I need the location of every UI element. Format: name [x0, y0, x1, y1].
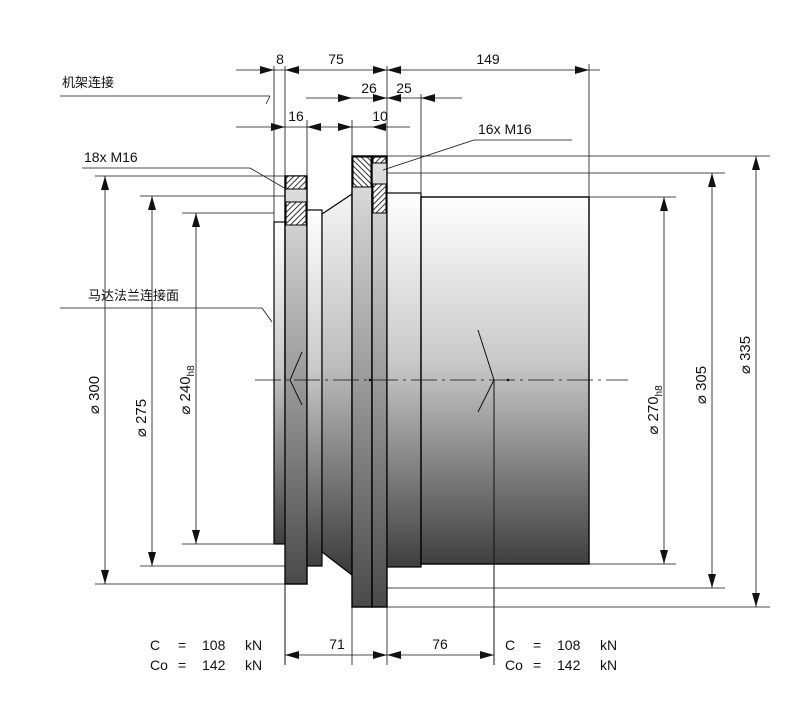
dimension-labels: 8 75 149 26 25 16 10 71 76 [276, 51, 500, 652]
dim-25: 25 [396, 80, 412, 96]
dia-335: ⌀ 335 [737, 336, 754, 374]
note-frame-connection: 机架连接 [62, 75, 114, 91]
dimension-lines [60, 64, 770, 665]
dia-275: ⌀ 275 [133, 399, 150, 437]
note-bolts-right: 16x M16 [478, 121, 532, 137]
dim-149: 149 [476, 51, 500, 67]
bolt-section-left-bottom [285, 201, 307, 226]
main-housing [420, 196, 590, 565]
dim-26: 26 [361, 80, 377, 96]
dia-305: ⌀ 305 [693, 366, 710, 404]
dim-16: 16 [288, 108, 304, 124]
bolt-section-center-c [372, 183, 387, 214]
diameter-labels: ⌀ 300 ⌀ 275 ⌀ 240h8 ⌀ 270h8 ⌀ 305 ⌀ 335 [86, 336, 754, 437]
dim-8: 8 [276, 51, 284, 67]
motor-flange-plate [273, 221, 286, 545]
dim-75: 75 [328, 51, 344, 67]
annotations: 机架连接 18x M16 马达法兰连接面 16x M16 [62, 75, 532, 304]
bolt-section-center-b [372, 156, 387, 164]
dim-76: 76 [432, 636, 448, 652]
dim-71: 71 [329, 636, 345, 652]
centerlines [255, 329, 628, 665]
center-flange-b [371, 155, 388, 608]
bolt-section-left-top [285, 175, 307, 190]
bolt-section-center-a [352, 156, 372, 188]
dia-300: ⌀ 300 [86, 376, 103, 414]
flange-step [306, 209, 323, 567]
dia-270: ⌀ 270h8 [645, 385, 665, 435]
dia-240: ⌀ 240h8 [177, 365, 197, 415]
center-flange-a [351, 155, 373, 608]
note-bolts-left: 18x M16 [84, 149, 138, 165]
drive-body [273, 155, 590, 608]
note-motor-flange-face: 马达法兰连接面 [88, 288, 179, 304]
cone-section [321, 192, 353, 577]
dim-10: 10 [372, 108, 388, 124]
